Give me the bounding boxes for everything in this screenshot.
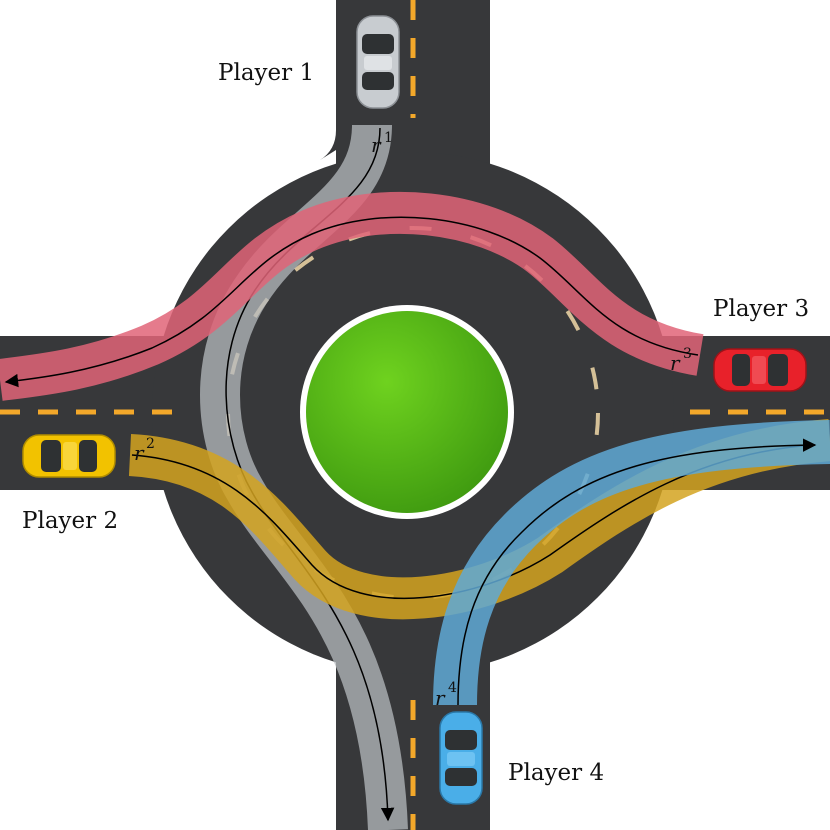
car-player-3: [713, 348, 807, 392]
route-index-r2: 2: [146, 436, 155, 452]
player-4-label: Player 4: [508, 760, 604, 786]
route-index-r3: 3: [683, 346, 692, 362]
route-label-r3: r: [670, 351, 681, 375]
player-1-label: Player 1: [218, 60, 314, 86]
route-index-r1: 1: [384, 130, 393, 146]
car-player-4: [439, 711, 483, 805]
route-label-r1: r: [371, 133, 382, 157]
route-index-r4: 4: [448, 680, 457, 696]
route-r3: [0, 191, 704, 401]
car-player-2: [22, 434, 116, 478]
route-r4: [433, 420, 830, 706]
car-player-1: [356, 15, 400, 109]
central-island: [306, 311, 508, 513]
player-3-label: Player 3: [713, 296, 809, 322]
player-2-label: Player 2: [22, 508, 118, 534]
route-label-r4: r: [435, 686, 446, 710]
route-r2: [128, 419, 830, 620]
route-label-r2: r: [134, 441, 145, 465]
